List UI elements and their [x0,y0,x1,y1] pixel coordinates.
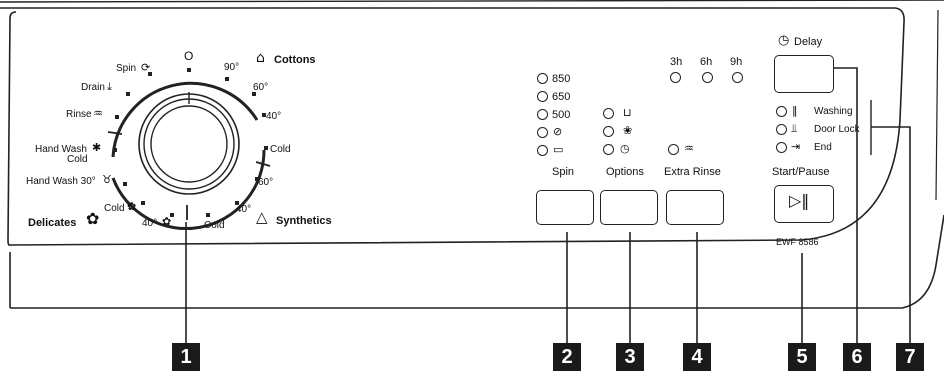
door-lock-label: Door Lock [814,124,860,135]
spin-850-led [537,73,548,84]
key-icon: ⫫ [791,122,798,135]
extra-rinse-led [668,144,679,155]
spin-button-label: Spin [552,166,575,178]
prewash-icon: ⊔ [623,106,632,119]
rinse-hold-led [537,145,548,156]
callout-2: 2 [553,343,581,371]
dial-cold-right-label: Cold [270,144,291,155]
synthetics-icon: △ [256,208,268,226]
dial-synthetics-60-label: 60° [258,177,274,188]
options-button[interactable] [600,190,658,225]
callout-4: 4 [683,343,711,371]
extra-rinse-icon: ♒ [684,142,694,155]
model-label: EWF 8586 [776,237,819,247]
dial-synthetics-label: Synthetics [276,215,332,227]
cottons-icon: ⌂ [256,50,265,66]
start-pause-button[interactable]: ▷‖ [774,185,834,223]
dial-cold-bottom-label: Cold [204,220,225,231]
end-label: End [814,142,832,153]
dial-cottons-label: Cottons [274,54,316,66]
dial-top-symbol: O [184,49,194,63]
callout-1: 1 [172,343,200,371]
option-stain-led [603,126,614,137]
extra-rinse-button[interactable] [666,190,724,225]
dial-cottons-60-label: 60° [253,82,269,93]
callout-3: 3 [616,343,644,371]
spin-500-led [537,109,548,120]
delay-3h-led [670,72,681,83]
dial-drain-label: Drain [81,82,105,93]
callout-5: 5 [788,343,816,371]
delicates-cold-icon: ✿ [127,200,137,213]
dial-rinse-label: Rinse [66,109,92,120]
programme-dial[interactable] [139,94,239,194]
dial-spin-label: Spin [116,63,137,74]
no-spin-icon: ⊘ [553,125,563,138]
end-led [776,142,787,153]
stain-icon: ❀ [623,124,633,137]
start-pause-label: Start/Pause [772,166,830,178]
washing-led [776,106,787,117]
extra-rinse-button-label: Extra Rinse [664,166,721,178]
delay-6h-led [702,72,713,83]
spin-850-label: 850 [552,73,571,85]
spin-650-led [537,91,548,102]
hand-wash-cold-icon: ✱ [92,141,102,154]
door-lock-led [776,124,787,135]
delay-6h-label: 6h [700,56,713,68]
clock-icon: ◷ [778,33,790,48]
dial-synthetics-40-label: 40° [236,204,252,215]
spin-650-label: 650 [552,91,571,103]
end-icon: ⇥ [791,140,801,153]
callout-6: 6 [843,343,871,371]
option-quick-led [603,144,614,155]
option-prewash-led [603,108,614,119]
delay-9h-led [732,72,743,83]
dial-cold-left-label: Cold [67,154,88,165]
no-spin-led [537,127,548,138]
delay-button[interactable] [774,55,834,93]
dial-hand-wash-label: Hand Wash [35,144,87,155]
delay-9h-label: 9h [730,56,743,68]
washing-label: Washing [814,106,853,117]
quick-wash-icon: ◷ [620,142,630,155]
spin-button[interactable] [536,190,594,225]
delicates-40-icon: ✿ [162,215,172,228]
options-button-label: Options [606,166,644,178]
callout-7: 7 [896,343,924,371]
rinse-icon: ♒ [93,107,103,120]
rinse-hold-icon: ▭ [553,143,564,156]
dial-cold-delicates-label: Cold [104,203,125,214]
dial-cottons-90-label: 90° [224,62,240,73]
dial-cottons-40-label: 40° [266,111,282,122]
delay-button-label: Delay [794,36,823,48]
spin-500-label: 500 [552,109,571,121]
play-pause-icon: ▷‖ [789,191,810,210]
drain-icon: ⤓ [107,80,112,93]
dial-delicates-label: Delicates [28,217,77,229]
hand-wash-30-icon: ♉ [102,173,112,186]
pause-icon: ‖ [792,104,798,117]
dial-delicates-40-label: 40° [142,218,158,229]
delay-3h-label: 3h [670,56,683,68]
spin-icon: ⟳ [141,61,151,74]
delicates-icon: ✿ [86,209,100,228]
dial-hand-wash-30-label: Hand Wash 30° [26,176,96,187]
